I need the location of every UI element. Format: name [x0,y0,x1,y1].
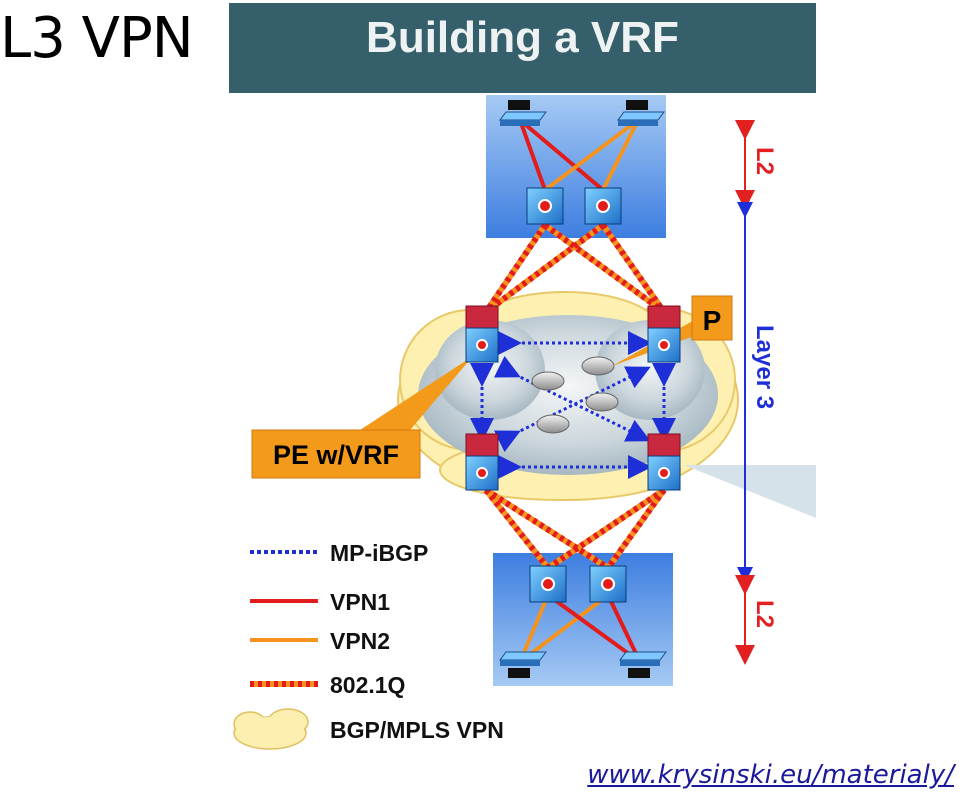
pe-router-icon [465,305,681,491]
side-label-layer3: Layer 3 [751,325,778,409]
title-banner: Building a VRF [229,3,816,93]
side-label-l2-top: L2 [751,147,778,175]
legend-dot1q-label: 802.1Q [330,672,405,698]
pe-callout [251,429,421,479]
cloud-icon [233,708,309,750]
pe-callout-label: PE w/VRF [273,440,399,470]
pe-callout-wedge [360,356,473,430]
vpn-links-bottom [518,593,642,664]
dot1q-links [483,222,667,571]
mpibgp-sessions [470,331,676,479]
vpn-links-top [518,118,640,192]
legend-cloud-label: BGP/MPLS VPN [330,717,504,743]
legend: MP-iBGP VPN1 VPN2 802.1Q BGP/MPLS VPN [233,540,504,750]
footer-link[interactable]: www.krysinski.eu/materialy/ [587,760,954,790]
zoom-wedge [684,465,816,518]
p-callout-label: P [703,305,722,336]
banner-title: Building a VRF [366,13,679,62]
legend-mpibgp-label: MP-iBGP [330,540,428,566]
multilayer-switch-icon [526,187,627,603]
slide-title: L3 VPN [0,6,194,71]
side-label-l2-bottom: L2 [751,600,778,628]
p-callout [691,295,733,341]
mpls-cloud [397,291,739,501]
access-switch-icon [499,100,667,678]
legend-vpn1-label: VPN1 [330,589,390,615]
p-router-icon [531,356,619,434]
legend-vpn2-label: VPN2 [330,628,390,654]
